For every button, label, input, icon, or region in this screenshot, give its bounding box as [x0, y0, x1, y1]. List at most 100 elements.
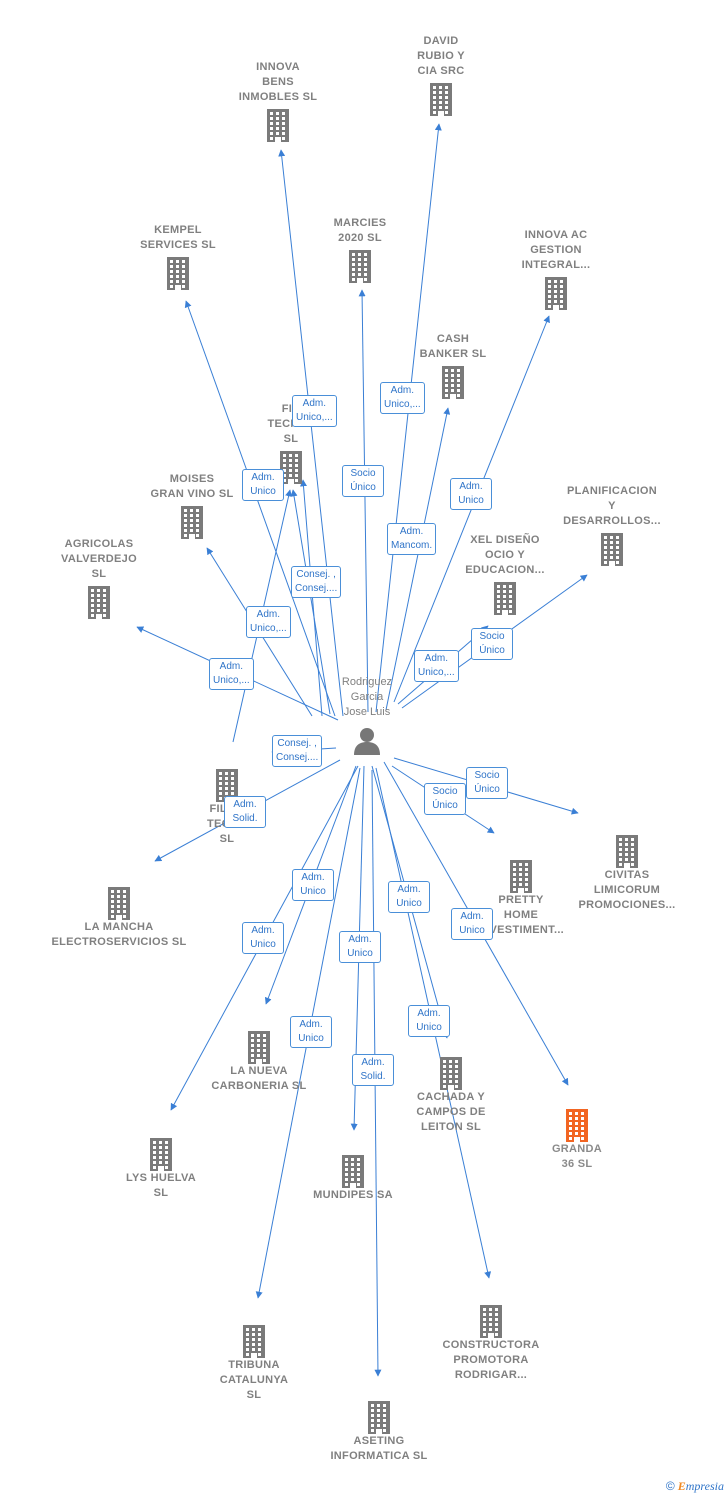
relation-badge[interactable]: Adm. Unico: [242, 469, 284, 501]
relation-badge[interactable]: Adm. Unico: [451, 908, 493, 940]
company-label: XEL DISEÑO OCIO Y EDUCACION...: [465, 534, 545, 576]
edge-line: [375, 123, 442, 713]
company-node-tribuna[interactable]: TRIBUNA CATALUNYA SL: [179, 1321, 329, 1403]
company-node-la-mancha[interactable]: LA MANCHA ELECTROSERVICIOS SL: [44, 883, 194, 950]
relation-badge[interactable]: Adm. Solid.: [352, 1054, 394, 1086]
copyright-icon: ©: [665, 1479, 675, 1493]
edge-line: [184, 300, 336, 717]
building-icon: [280, 451, 302, 484]
building-icon: [566, 1109, 588, 1142]
relation-badge[interactable]: Adm. Mancom.: [387, 523, 437, 555]
relation-badge[interactable]: Adm. Unico,...: [209, 658, 254, 690]
relation-badge[interactable]: Socio Único: [342, 465, 384, 497]
company-label: ASETING INFORMATICA SL: [330, 1435, 428, 1462]
company-label: FIC TECNOL SL: [267, 403, 315, 445]
company-node-planificacion[interactable]: PLANIFICACION Y DESARROLLOS...: [537, 484, 687, 566]
company-node-pretty[interactable]: PRETTY HOME INVESTIMENT...: [446, 856, 596, 938]
company-node-civitas[interactable]: CIVITAS LIMICORUM PROMOCIONES...: [552, 831, 702, 913]
company-node-aseting[interactable]: ASETING INFORMATICA SL: [304, 1397, 454, 1464]
company-label: KEMPEL SERVICES SL: [140, 224, 216, 251]
edge-line: [385, 407, 451, 711]
relation-badge[interactable]: Adm. Unico: [292, 869, 334, 901]
company-label: GRANDA 36 SL: [551, 1143, 603, 1170]
building-icon: [150, 1138, 172, 1171]
relation-badge[interactable]: Adm. Unico: [290, 1016, 332, 1048]
building-icon: [601, 533, 623, 566]
brand-initial: E: [677, 1479, 686, 1493]
relation-badge[interactable]: Adm. Unico,...: [292, 395, 337, 427]
building-icon: [267, 109, 289, 142]
company-node-cash-banker[interactable]: CASH BANKER SL: [378, 332, 528, 399]
company-label: PLANIFICACION Y DESARROLLOS...: [563, 485, 661, 527]
relation-badge[interactable]: Consej. , Consej....: [291, 566, 342, 598]
relation-badge[interactable]: Adm. Solid.: [224, 796, 266, 828]
relation-badge[interactable]: Consej. , Consej....: [272, 735, 323, 767]
building-icon: [181, 506, 203, 539]
building-icon: [342, 1155, 364, 1188]
relation-badge[interactable]: Socio Único: [424, 783, 466, 815]
building-icon: [108, 887, 130, 920]
relation-badge[interactable]: Adm. Unico: [242, 922, 284, 954]
company-label: TRIBUNA CATALUNYA SL: [219, 1359, 289, 1401]
building-icon: [442, 366, 464, 399]
relation-badge[interactable]: Socio Único: [471, 628, 513, 660]
relation-badge[interactable]: Adm. Unico: [450, 478, 492, 510]
company-label: MOISES GRAN VINO SL: [150, 473, 234, 500]
company-label: LA NUEVA CARBONERIA SL: [211, 1065, 307, 1092]
footer-brand[interactable]: ©Empresia: [666, 1479, 724, 1494]
building-icon: [440, 1057, 462, 1090]
company-label: CONSTRUCTORA PROMOTORA RODRIGAR...: [442, 1339, 540, 1381]
company-label: LYS HUELVA SL: [125, 1172, 197, 1199]
company-node-david-rubio[interactable]: DAVID RUBIO Y CIA SRC: [366, 34, 516, 116]
company-label: LA MANCHA ELECTROSERVICIOS SL: [51, 921, 187, 948]
company-node-lys[interactable]: LYS HUELVA SL: [86, 1134, 236, 1201]
company-node-agricolas[interactable]: AGRICOLAS VALVERDEJO SL: [24, 537, 174, 619]
edge-line: [300, 479, 323, 717]
company-label: MARCIES 2020 SL: [333, 217, 387, 244]
company-node-cachada[interactable]: CACHADA Y CAMPOS DE LEITON SL: [376, 1053, 526, 1135]
building-icon: [510, 860, 532, 893]
edge-line: [358, 289, 369, 713]
company-label: MUNDIPES SA: [313, 1189, 393, 1201]
company-label: AGRICOLAS VALVERDEJO SL: [61, 538, 137, 580]
company-node-innova-ac[interactable]: INNOVA AC GESTION INTEGRAL...: [481, 228, 631, 310]
company-node-innova-bens[interactable]: INNOVA BENS INMOBLES SL: [203, 60, 353, 142]
relation-badge[interactable]: Adm. Unico,...: [414, 650, 459, 682]
building-icon: [167, 257, 189, 290]
building-icon: [480, 1305, 502, 1338]
relation-badge[interactable]: Adm. Unico,...: [380, 382, 425, 414]
building-icon: [248, 1031, 270, 1064]
relation-badge[interactable]: Adm. Unico,...: [246, 606, 291, 638]
building-icon: [88, 586, 110, 619]
building-icon: [494, 582, 516, 615]
company-label: CIVITAS LIMICORUM PROMOCIONES...: [578, 869, 676, 911]
building-icon: [545, 277, 567, 310]
company-label: DAVID RUBIO Y CIA SRC: [417, 35, 465, 77]
building-icon: [430, 83, 452, 116]
company-label: INNOVA AC GESTION INTEGRAL...: [521, 229, 591, 271]
relation-badge[interactable]: Adm. Unico: [388, 881, 430, 913]
building-icon: [349, 250, 371, 283]
building-icon: [616, 835, 638, 868]
relation-badge[interactable]: Adm. Unico: [408, 1005, 450, 1037]
company-node-marcies[interactable]: MARCIES 2020 SL: [285, 216, 435, 283]
edge-line: [290, 489, 331, 715]
building-icon: [368, 1401, 390, 1434]
company-node-xel[interactable]: XEL DISEÑO OCIO Y EDUCACION...: [430, 533, 580, 615]
company-node-moises[interactable]: MOISES GRAN VINO SL: [117, 472, 267, 539]
center-person[interactable]: Rodriguez Garcia Jose Luis: [307, 675, 427, 756]
company-node-constructora[interactable]: CONSTRUCTORA PROMOTORA RODRIGAR...: [416, 1301, 566, 1383]
company-node-mundipes[interactable]: MUNDIPES SA: [278, 1151, 428, 1203]
relation-badge[interactable]: Adm. Unico: [339, 931, 381, 963]
company-node-kempel[interactable]: KEMPEL SERVICES SL: [103, 223, 253, 290]
company-label: PRETTY HOME INVESTIMENT...: [477, 894, 565, 936]
company-node-granda[interactable]: GRANDA 36 SL: [502, 1105, 652, 1172]
company-label: CASH BANKER SL: [419, 333, 487, 360]
company-label: INNOVA BENS INMOBLES SL: [238, 61, 318, 103]
person-icon: [354, 728, 380, 755]
relation-badge[interactable]: Socio Único: [466, 767, 508, 799]
person-name: Rodriguez Garcia Jose Luis: [341, 676, 393, 718]
company-label: CACHADA Y CAMPOS DE LEITON SL: [416, 1091, 486, 1133]
company-node-nueva-carb[interactable]: LA NUEVA CARBONERIA SL: [184, 1027, 334, 1094]
